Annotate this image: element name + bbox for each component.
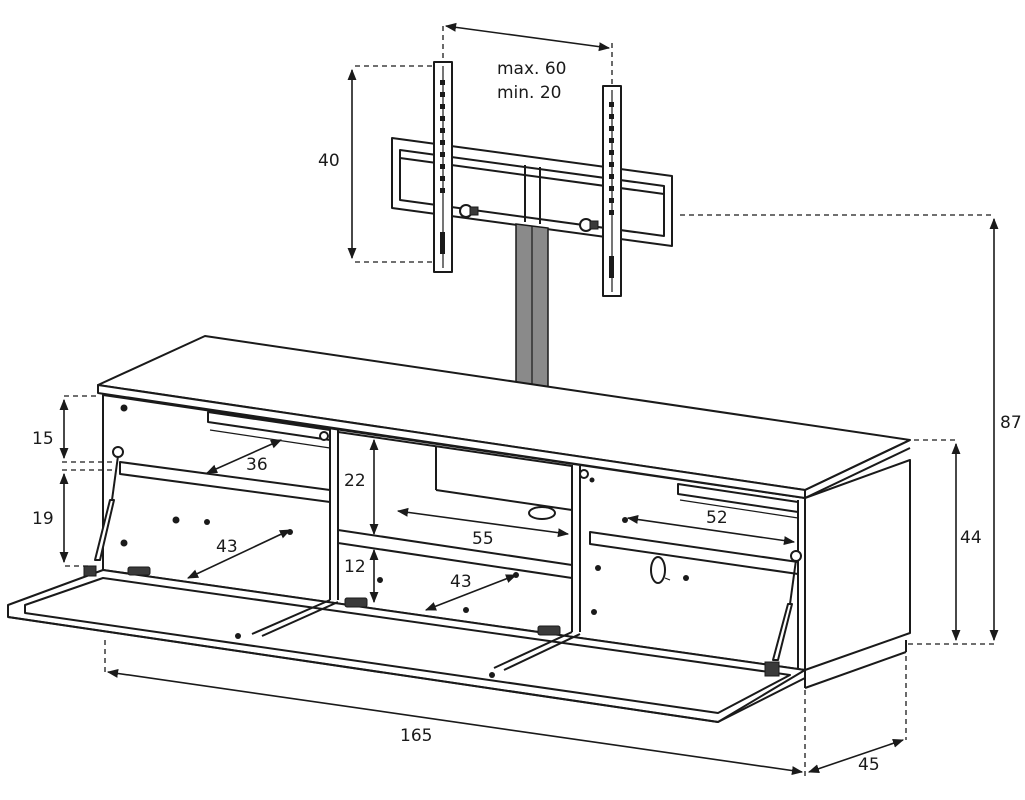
label-center-shelf-depth: 55 bbox=[472, 529, 494, 549]
label-center-bottom-depth: 43 bbox=[450, 572, 472, 592]
label-width: 165 bbox=[400, 726, 432, 746]
cabinet bbox=[7, 335, 911, 723]
left-vesa-rail bbox=[433, 61, 453, 273]
label-center-upper-gap: 22 bbox=[344, 471, 366, 491]
label-left-upper-gap: 15 bbox=[32, 429, 54, 449]
label-left-lower-gap: 19 bbox=[32, 509, 54, 529]
right-vesa-rail bbox=[602, 85, 622, 297]
left-compartment bbox=[102, 395, 339, 600]
mount-knob-left bbox=[459, 204, 479, 218]
center-compartment bbox=[337, 431, 581, 632]
mount-column bbox=[515, 223, 549, 403]
mount-knob-right bbox=[579, 218, 599, 232]
label-vesa-max: max. 60 bbox=[497, 59, 566, 79]
label-vesa-min: min. 20 bbox=[497, 83, 562, 103]
label-right-shelf-depth: 52 bbox=[706, 508, 728, 528]
tv-mount bbox=[391, 61, 673, 403]
left-gas-strut bbox=[83, 446, 124, 577]
label-mount-height: 40 bbox=[318, 151, 340, 171]
label-total-height: 87 bbox=[1000, 413, 1022, 433]
dimension-labels: max. 60 min. 20 40 87 44 15 19 36 43 22 … bbox=[32, 59, 1022, 775]
label-cabinet-height: 44 bbox=[960, 528, 982, 548]
label-depth: 45 bbox=[858, 755, 880, 775]
label-left-bottom-depth: 43 bbox=[216, 537, 238, 557]
label-left-shelf-depth: 36 bbox=[246, 455, 268, 475]
label-center-lower-gap: 12 bbox=[344, 557, 366, 577]
dimension-lines bbox=[59, 22, 999, 776]
